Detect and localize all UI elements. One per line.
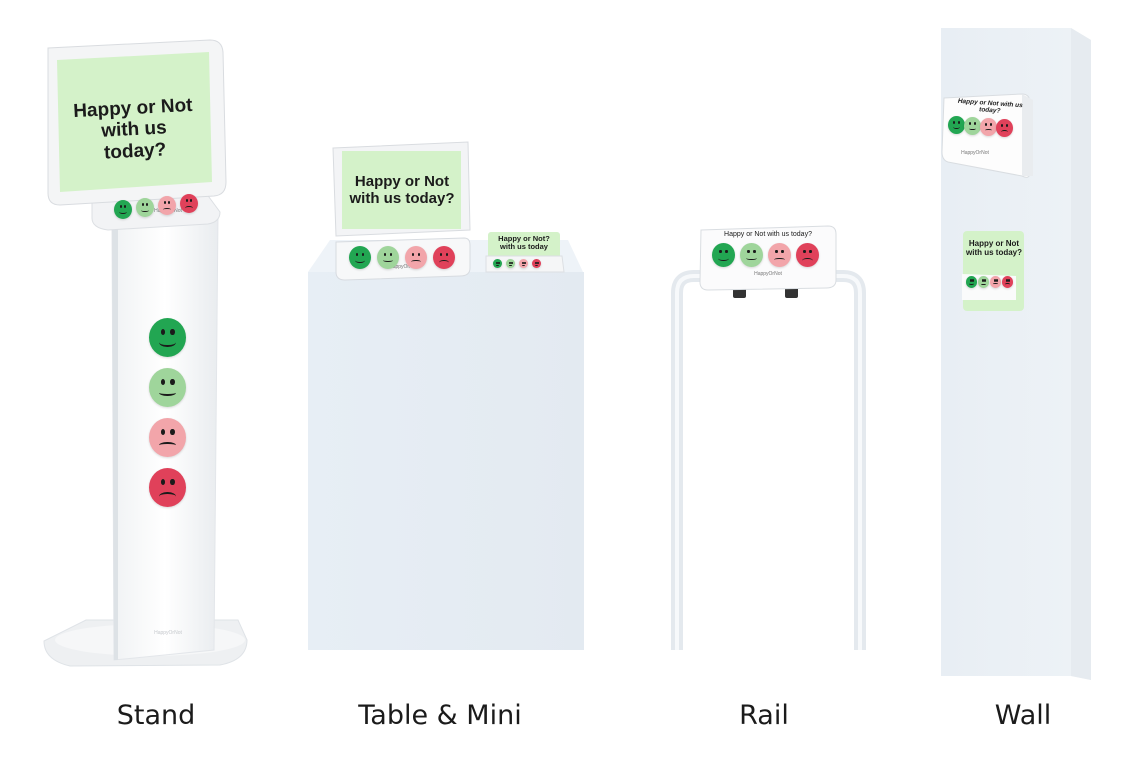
happy-face-icon xyxy=(506,259,515,269)
unhappy-face-icon xyxy=(405,246,427,270)
very-happy-face-icon xyxy=(149,318,186,357)
table-pedestal xyxy=(308,240,584,650)
unhappy-face-icon xyxy=(990,276,1001,288)
very-unhappy-face-icon xyxy=(1002,276,1013,288)
happy-face-icon xyxy=(978,276,989,288)
happy-face-icon xyxy=(740,243,763,268)
unhappy-face-icon xyxy=(149,418,186,457)
unhappy-face-icon xyxy=(980,118,997,136)
very-unhappy-face-icon xyxy=(796,243,819,268)
very-happy-face-icon xyxy=(966,276,977,288)
very-happy-face-icon xyxy=(493,259,502,269)
rail-question: Happy or Not with us today? xyxy=(724,231,812,238)
very-happy-face-icon xyxy=(712,243,735,268)
rail-brand-label: HappyOrNot xyxy=(754,271,782,277)
table-brand-label: HappyOrNot xyxy=(389,264,417,270)
caption-rail: Rail xyxy=(739,700,789,731)
very-happy-face-icon xyxy=(948,116,965,134)
very-happy-face-icon xyxy=(349,246,371,270)
very-unhappy-face-icon xyxy=(532,259,541,269)
wall-brand-label: HappyOrNot xyxy=(961,150,989,156)
wall-mini-question: Happy or Not with us today? xyxy=(966,239,1022,257)
happy-face-icon xyxy=(136,198,154,217)
unhappy-face-icon xyxy=(158,196,176,215)
table-device xyxy=(332,141,471,281)
unhappy-face-icon xyxy=(768,243,791,268)
very-unhappy-face-icon xyxy=(180,194,198,213)
stand-screen-question: Happy or Not with us today? xyxy=(72,94,193,164)
happy-face-icon xyxy=(964,117,981,135)
rail-frame xyxy=(671,225,866,650)
very-unhappy-face-icon xyxy=(996,119,1013,137)
unhappy-face-icon xyxy=(519,259,528,269)
caption-stand: Stand xyxy=(116,700,196,731)
caption-wall: Wall xyxy=(994,700,1052,731)
very-happy-face-icon xyxy=(114,200,132,219)
caption-table-mini: Table & Mini xyxy=(358,700,522,731)
very-unhappy-face-icon xyxy=(149,468,186,507)
stand-column-brand-label: HappyOrNot xyxy=(154,630,182,636)
mini-question: Happy or Not? with us today xyxy=(498,234,550,252)
very-unhappy-face-icon xyxy=(433,246,455,270)
table-screen-question: Happy or Not with us today? xyxy=(349,173,455,207)
happy-face-icon xyxy=(377,246,399,270)
happy-face-icon xyxy=(149,368,186,407)
